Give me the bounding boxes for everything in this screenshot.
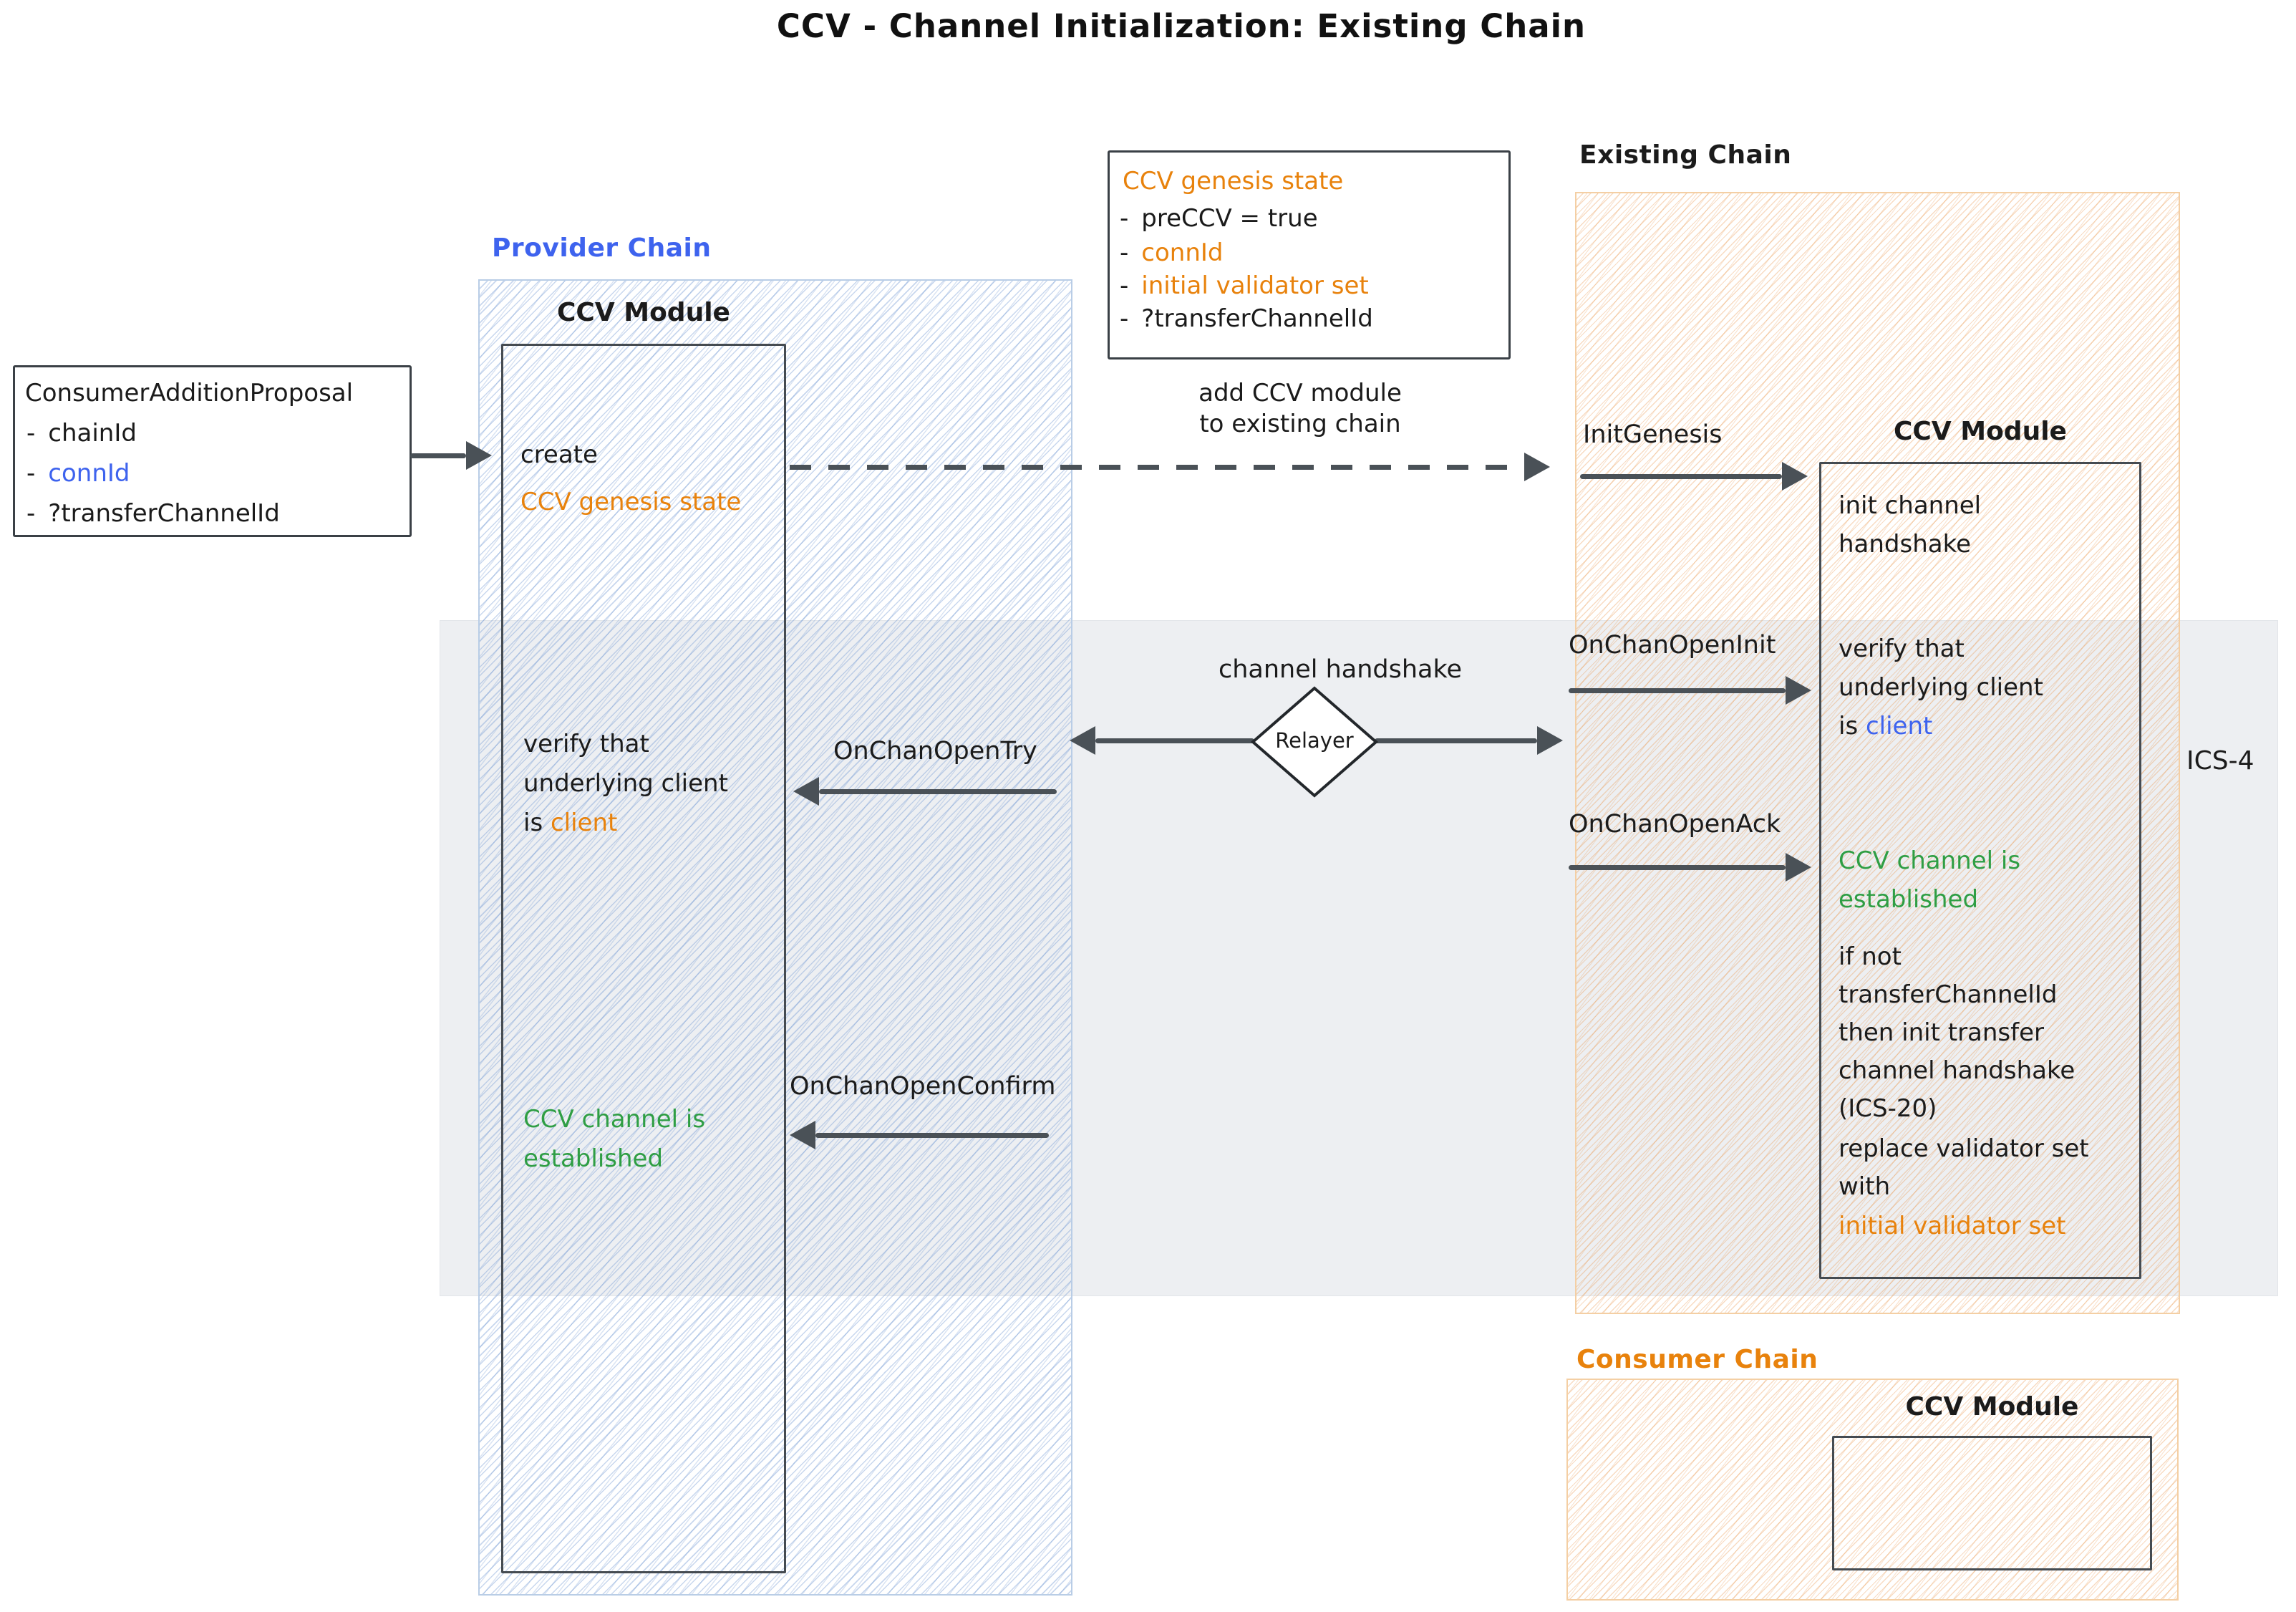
arrowhead-left-icon xyxy=(1070,726,1095,755)
on-chan-open-confirm-label: OnChanOpenConfirm xyxy=(790,1072,1056,1101)
provider-chain-label: Provider Chain xyxy=(492,233,712,263)
genesis-item-transferchannelid: -?transferChannelId xyxy=(1120,304,1373,333)
on-chan-open-init-arrow xyxy=(1569,675,1811,705)
add-ccv-caption-line1: add CCV module xyxy=(1198,379,1402,407)
channel-handshake-caption: channel handshake xyxy=(1218,655,1463,684)
proposal-item-text: chainId xyxy=(48,419,137,448)
existing-verify-line2: underlying client xyxy=(1839,673,2043,702)
consumer-chain-box xyxy=(1566,1379,2179,1601)
existing-verify-line3: is client xyxy=(1839,712,1932,740)
arrowhead-right-icon xyxy=(1786,853,1811,882)
existing-init-line2: handshake xyxy=(1839,530,1972,559)
add-ccv-caption: add CCV module to existing chain xyxy=(1117,378,1483,439)
existing-chain-label: Existing Chain xyxy=(1579,140,1792,170)
init-genesis-arrow xyxy=(1580,461,1808,491)
on-chan-open-try-label: OnChanOpenTry xyxy=(833,737,1037,766)
bullet: - xyxy=(26,499,36,528)
proposal-item-connid: -connId xyxy=(26,459,130,488)
existing-chain-box xyxy=(1575,192,2180,1314)
ccv-genesis-state-box: CCV genesis state -preCCV = true -connId… xyxy=(1108,150,1511,359)
existing-module-box: init channel handshake verify that under… xyxy=(1819,462,2141,1279)
existing-verify-is: is xyxy=(1839,712,1866,740)
existing-init-line1: init channel xyxy=(1839,491,1982,520)
provider-module-box: create CCV genesis state verify that und… xyxy=(501,344,786,1573)
provider-verify-is: is xyxy=(523,809,551,837)
provider-verify-line1: verify that xyxy=(523,730,649,758)
on-chan-open-confirm-arrow xyxy=(790,1120,1049,1150)
relayer-to-provider-arrow xyxy=(1070,725,1254,756)
relayer-diamond-icon xyxy=(1250,686,1379,798)
relayer-to-existing-arrow xyxy=(1375,725,1563,756)
genesis-item-text: initial validator set xyxy=(1141,271,1369,300)
existing-established-line2: established xyxy=(1839,885,1979,914)
on-chan-open-ack-arrow xyxy=(1569,852,1811,882)
existing-replace-line1: replace validator set xyxy=(1839,1134,2089,1163)
relayer-label: Relayer xyxy=(1275,728,1354,753)
provider-module-title: CCV Module xyxy=(557,298,730,327)
arrowhead-right-icon xyxy=(466,441,492,470)
proposal-item-transferchannelid: -?transferChannelId xyxy=(26,499,280,528)
genesis-item-text: ?transferChannelId xyxy=(1141,304,1373,333)
provider-established-line1: CCV channel is xyxy=(523,1105,706,1134)
bullet: - xyxy=(1120,271,1129,300)
existing-verify-line1: verify that xyxy=(1839,634,1965,663)
bullet: - xyxy=(26,459,36,488)
provider-verify-line3: is client xyxy=(523,809,617,837)
bullet: - xyxy=(26,419,36,448)
on-chan-open-ack-label: OnChanOpenAck xyxy=(1569,810,1781,839)
genesis-title: CCV genesis state xyxy=(1123,167,1344,196)
existing-ifnot-line4: channel handshake xyxy=(1839,1056,2075,1085)
genesis-item-preccv: -preCCV = true xyxy=(1120,204,1318,233)
add-ccv-dashed-arrow xyxy=(790,452,1550,482)
existing-ifnot-line1: if not xyxy=(1839,942,1902,971)
init-genesis-label: InitGenesis xyxy=(1583,420,1723,449)
provider-create-line1: create xyxy=(520,440,598,469)
proposal-title: ConsumerAdditionProposal xyxy=(25,379,354,407)
genesis-item-text: preCCV = true xyxy=(1141,204,1318,233)
genesis-item-initial-validator-set: -initial validator set xyxy=(1120,271,1369,300)
proposal-item-text: ?transferChannelId xyxy=(48,499,280,528)
existing-replace-line3: initial validator set xyxy=(1839,1212,2066,1240)
provider-create-line2: CCV genesis state xyxy=(520,488,742,516)
bullet: - xyxy=(1120,204,1129,233)
existing-established-line1: CCV channel is xyxy=(1839,846,2021,875)
arrowhead-left-icon xyxy=(790,1121,815,1149)
existing-replace-line2: with xyxy=(1839,1172,1891,1201)
existing-verify-client: client xyxy=(1865,712,1933,740)
proposal-item-chainid: -chainId xyxy=(26,419,137,448)
proposal-to-provider-arrow xyxy=(410,440,492,470)
arrowhead-right-icon xyxy=(1786,676,1811,705)
diagram-title: CCV - Channel Initialization: Existing C… xyxy=(776,7,1587,45)
existing-ifnot-line3: then init transfer xyxy=(1839,1018,2045,1047)
consumer-module-box xyxy=(1832,1436,2152,1570)
provider-verify-line2: underlying client xyxy=(523,769,728,798)
genesis-item-text: connId xyxy=(1141,238,1224,267)
arrowhead-right-icon xyxy=(1782,462,1808,491)
add-ccv-caption-line2: to existing chain xyxy=(1199,409,1401,438)
on-chan-open-init-label: OnChanOpenInit xyxy=(1569,631,1776,660)
arrowhead-right-icon xyxy=(1537,726,1563,755)
proposal-item-text: connId xyxy=(48,459,130,488)
arrowhead-left-icon xyxy=(793,777,819,806)
existing-module-title: CCV Module xyxy=(1894,417,2067,446)
consumer-chain-label: Consumer Chain xyxy=(1576,1345,1818,1374)
existing-ifnot-line5: (ICS-20) xyxy=(1839,1094,1937,1123)
on-chan-open-try-arrow xyxy=(793,776,1057,806)
ics4-label: ICS-4 xyxy=(2186,746,2254,776)
consumer-module-title: CCV Module xyxy=(1905,1392,2079,1422)
genesis-item-connid: -connId xyxy=(1120,238,1223,267)
bullet: - xyxy=(1120,238,1129,267)
existing-ifnot-line2: transferChannelId xyxy=(1839,980,2058,1009)
provider-established-line2: established xyxy=(523,1144,664,1173)
consumer-addition-proposal-box: ConsumerAdditionProposal -chainId -connI… xyxy=(13,365,412,537)
arrowhead-right-icon xyxy=(1524,453,1550,481)
provider-chain-box xyxy=(478,279,1072,1596)
bullet: - xyxy=(1120,304,1129,333)
provider-verify-client: client xyxy=(550,809,618,837)
